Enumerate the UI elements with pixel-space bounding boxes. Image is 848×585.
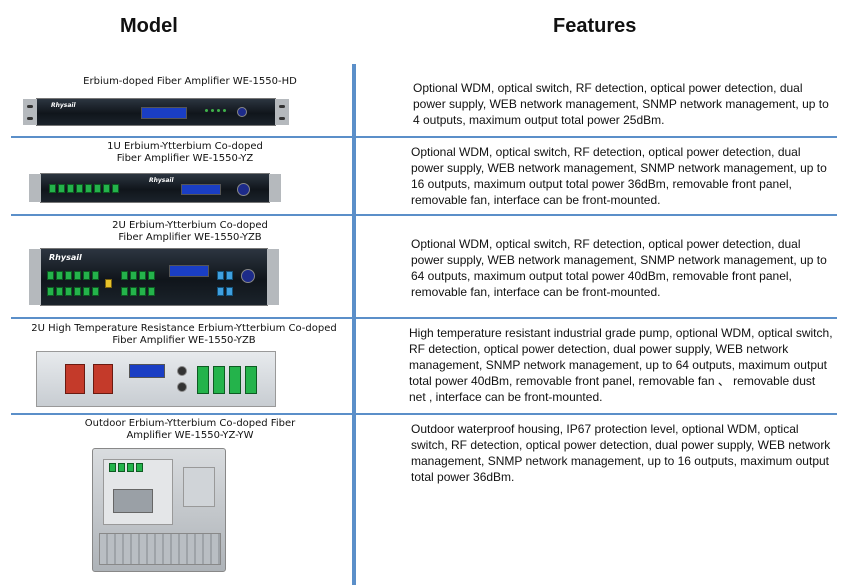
- model-title-row-5: Outdoor Erbium-Ytterbium Co-doped Fiber …: [84, 418, 296, 441]
- features-text-row-3: Optional WDM, optical switch, RF detecti…: [411, 237, 827, 299]
- model-title-row-3: 2U Erbium-Ytterbium Co-doped Fiber Ampli…: [112, 220, 268, 243]
- features-column-header: Features: [553, 15, 637, 37]
- device-image-row-2: Rhysail: [29, 173, 281, 203]
- features-text-row-2: Optional WDM, optical switch, RF detecti…: [411, 145, 827, 207]
- features-text-row-5: Outdoor waterproof housing, IP67 protect…: [411, 422, 831, 484]
- row-divider: [11, 136, 837, 138]
- model-title-row-4: 2U High Temperature Resistance Erbium-Yt…: [31, 323, 337, 346]
- device-brand: Rhysail: [51, 102, 76, 109]
- device-brand: Rhysail: [49, 253, 82, 262]
- row-divider: [11, 214, 837, 216]
- model-column-header: Model: [120, 15, 178, 37]
- row-divider: [11, 317, 837, 319]
- device-image-row-1: Rhysail: [23, 98, 289, 126]
- row-divider: [11, 413, 837, 415]
- column-divider: [352, 64, 356, 585]
- model-title-row-2: 1U Erbium-Ytterbium Co-doped Fiber Ampli…: [107, 141, 263, 164]
- features-text-row-1: Optional WDM, optical switch, RF detecti…: [413, 81, 829, 127]
- model-title-row-1: Erbium-doped Fiber Amplifier WE-1550-HD: [83, 76, 297, 87]
- device-image-row-3: Rhysail: [29, 248, 279, 306]
- device-brand: Rhysail: [149, 177, 174, 184]
- device-image-row-5: [92, 448, 226, 572]
- features-text-row-4: High temperature resistant industrial gr…: [409, 326, 833, 404]
- device-image-row-4: [36, 351, 276, 407]
